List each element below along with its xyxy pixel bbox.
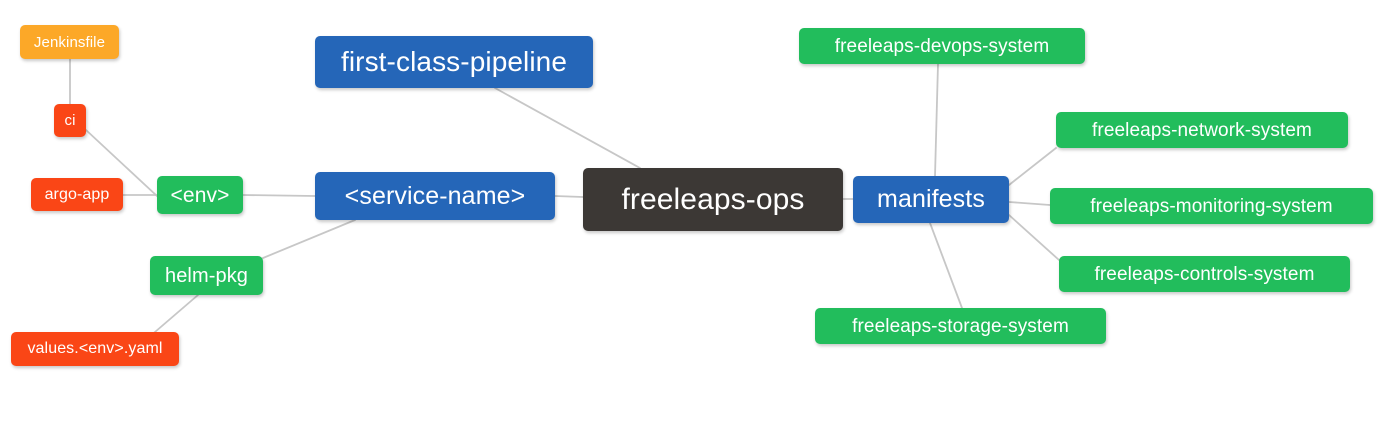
node-label-freeleaps-devops-system: freeleaps-devops-system bbox=[834, 35, 1050, 57]
node-ci[interactable]: ci bbox=[54, 104, 86, 137]
node-env[interactable]: <env> bbox=[157, 176, 243, 214]
node-label-first-class-pipeline: first-class-pipeline bbox=[340, 46, 568, 77]
node-label-helm-pkg: helm-pkg bbox=[164, 264, 249, 287]
node-label-freeleaps-ops: freeleaps-ops bbox=[621, 182, 805, 216]
edge-manifests-to-freeleaps-network-system bbox=[1008, 147, 1057, 186]
node-label-freeleaps-network-system: freeleaps-network-system bbox=[1092, 119, 1312, 141]
edge-manifests-to-freeleaps-storage-system bbox=[929, 222, 963, 309]
node-freeleaps-controls-system[interactable]: freeleaps-controls-system bbox=[1059, 256, 1350, 292]
node-jenkinsfile[interactable]: Jenkinsfile bbox=[20, 25, 119, 59]
node-label-freeleaps-controls-system: freeleaps-controls-system bbox=[1094, 263, 1315, 285]
edge-env-to-service-name bbox=[242, 194, 316, 197]
node-helm-pkg[interactable]: helm-pkg bbox=[150, 256, 263, 295]
node-label-jenkinsfile: Jenkinsfile bbox=[33, 33, 106, 51]
node-freeleaps-network-system[interactable]: freeleaps-network-system bbox=[1056, 112, 1348, 148]
edge-manifests-to-freeleaps-monitoring-system bbox=[1008, 201, 1051, 206]
edge-manifests-to-freeleaps-devops-system bbox=[934, 63, 939, 177]
node-label-env: <env> bbox=[170, 183, 230, 207]
node-label-freeleaps-storage-system: freeleaps-storage-system bbox=[852, 315, 1069, 337]
node-label-service-name: <service-name> bbox=[344, 181, 526, 210]
node-values-yaml[interactable]: values.<env>.yaml bbox=[11, 332, 179, 366]
node-label-freeleaps-monitoring-system: freeleaps-monitoring-system bbox=[1090, 195, 1333, 217]
node-first-class-pipeline[interactable]: first-class-pipeline bbox=[315, 36, 593, 88]
node-manifests[interactable]: manifests bbox=[853, 176, 1009, 223]
edge-service-name-to-freeleaps-ops bbox=[554, 195, 584, 198]
edge-first-class-pipeline-to-freeleaps-ops bbox=[494, 87, 641, 169]
node-label-argo-app: argo-app bbox=[44, 185, 110, 203]
node-freeleaps-devops-system[interactable]: freeleaps-devops-system bbox=[799, 28, 1085, 64]
node-label-manifests: manifests bbox=[877, 185, 985, 213]
node-service-name[interactable]: <service-name> bbox=[315, 172, 555, 220]
node-freeleaps-ops[interactable]: freeleaps-ops bbox=[583, 168, 843, 231]
node-label-values-yaml: values.<env>.yaml bbox=[27, 340, 163, 357]
node-freeleaps-monitoring-system[interactable]: freeleaps-monitoring-system bbox=[1050, 188, 1373, 224]
node-label-ci: ci bbox=[64, 112, 76, 129]
node-freeleaps-storage-system[interactable]: freeleaps-storage-system bbox=[815, 308, 1106, 344]
node-argo-app[interactable]: argo-app bbox=[31, 178, 123, 211]
edge-helm-pkg-to-service-name bbox=[262, 219, 356, 259]
